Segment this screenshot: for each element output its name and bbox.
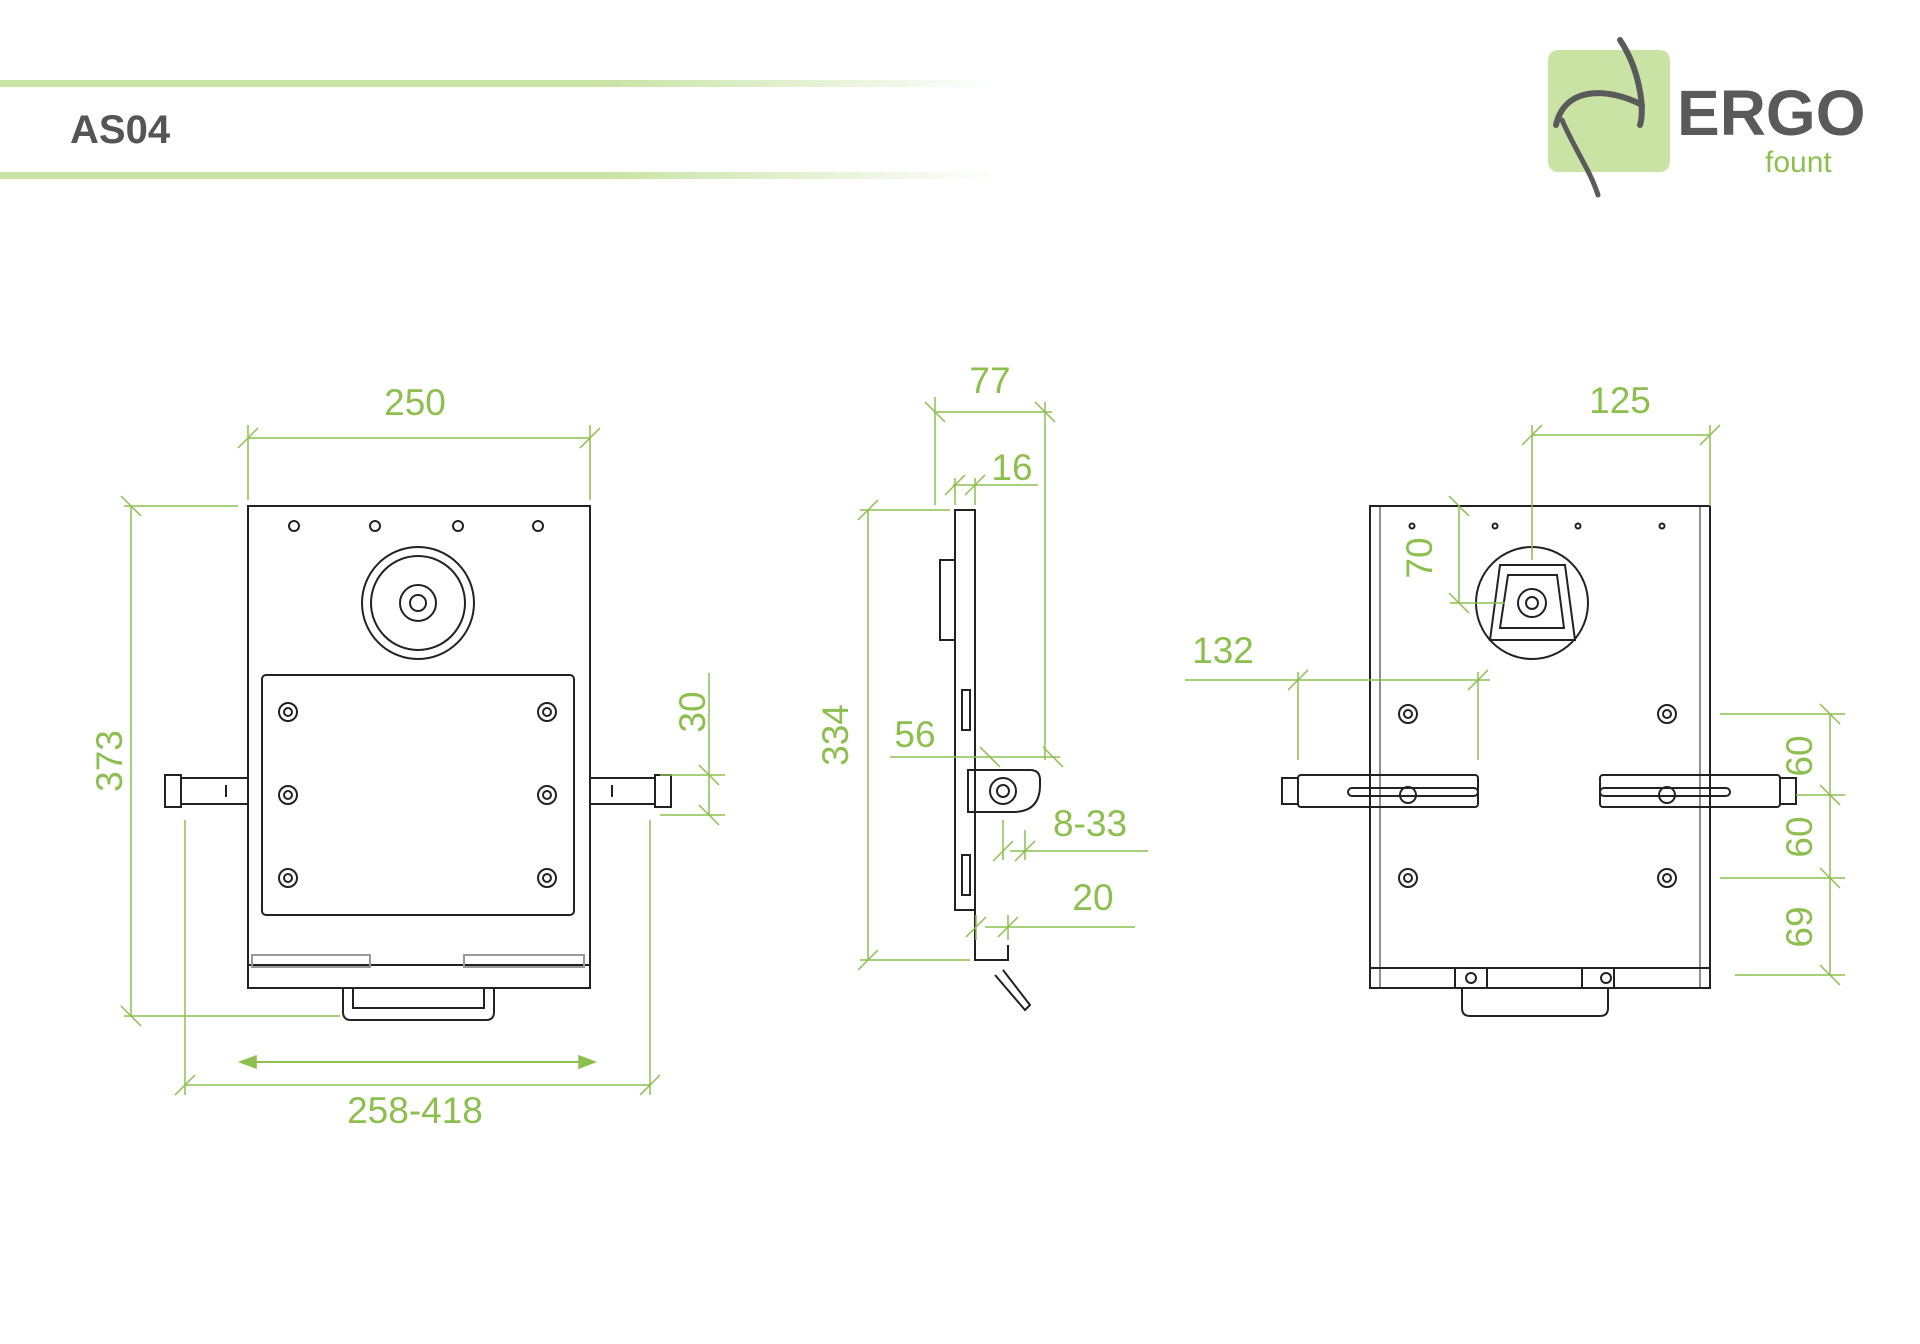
front-view — [164, 505, 672, 1021]
side-dimensions — [857, 397, 1148, 971]
front-panel-screws — [278, 702, 557, 888]
dim-side-plate: 16 — [991, 447, 1032, 488]
dim-back-s3: 69 — [1779, 906, 1820, 947]
dim-front-width: 250 — [384, 382, 446, 423]
header-rule-top — [0, 80, 1000, 87]
side-plate — [954, 509, 976, 911]
dim-back-top: 125 — [1589, 380, 1651, 421]
back-top-holes — [1408, 522, 1666, 530]
back-view — [1281, 505, 1797, 1017]
dim-front-arm: 30 — [672, 691, 713, 732]
front-handle — [342, 988, 495, 1021]
page-title: AS04 — [70, 108, 171, 152]
dim-side-offset: 56 — [894, 714, 935, 755]
front-right-arm — [589, 774, 672, 808]
front-plate-outline — [247, 505, 591, 989]
header-rule-bottom — [0, 172, 1000, 179]
back-left-slot-arm — [1281, 774, 1479, 808]
dim-back-s2: 60 — [1779, 816, 1820, 857]
back-plate-outline — [1369, 505, 1711, 989]
front-dimensions — [120, 425, 725, 1096]
dim-back-mount: 70 — [1399, 537, 1440, 578]
ergofount-logo: ERGO fount — [1548, 37, 1865, 198]
back-holes — [1398, 704, 1677, 888]
dim-side-height: 334 — [815, 704, 856, 766]
dim-side-adjust: 8-33 — [1053, 803, 1127, 844]
back-dimensions — [1185, 424, 1845, 986]
dim-front-height: 373 — [89, 730, 130, 792]
side-view — [939, 509, 1041, 1012]
front-inner-panel — [261, 674, 575, 916]
dim-back-slot: 132 — [1192, 630, 1254, 671]
dim-side-depth: 77 — [969, 360, 1010, 401]
front-left-arm — [164, 774, 249, 808]
dim-front-range: 258-418 — [347, 1090, 483, 1131]
logo-sub-text: fount — [1765, 146, 1832, 179]
side-clamp — [967, 769, 1041, 813]
front-round-mount — [361, 546, 475, 660]
dim-back-s1: 60 — [1779, 735, 1820, 776]
logo-brand-text: ERGO — [1677, 77, 1865, 149]
back-handle — [1461, 988, 1609, 1017]
front-top-screws — [288, 520, 544, 532]
back-right-slot-arm — [1599, 774, 1797, 808]
dim-side-hook: 20 — [1072, 877, 1113, 918]
side-hook — [974, 910, 1009, 961]
